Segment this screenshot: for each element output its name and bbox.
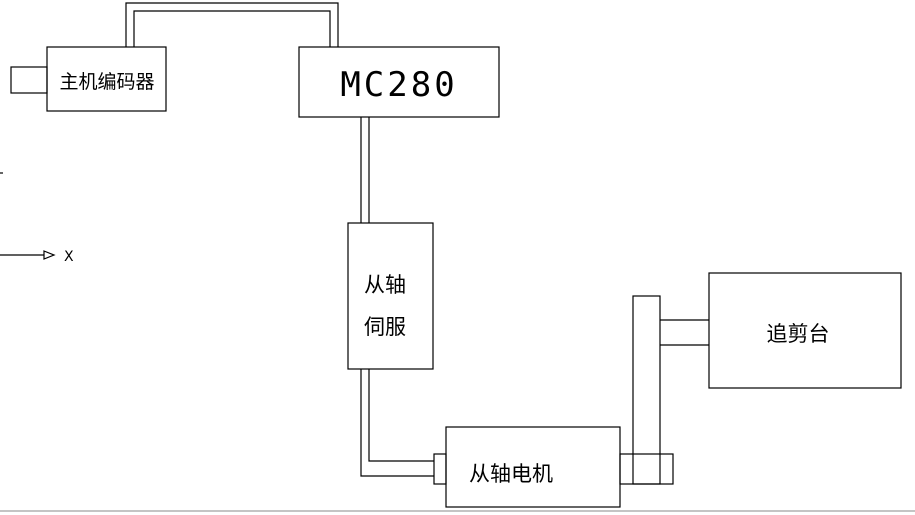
motor-label: 从轴电机 xyxy=(469,462,553,486)
servo-block xyxy=(347,222,434,370)
transmission-arm xyxy=(660,319,709,346)
x-axis-arrowhead xyxy=(43,250,56,260)
shear-table-block xyxy=(708,272,902,389)
controller-block xyxy=(298,46,500,118)
transmission-column xyxy=(632,295,661,485)
encoder-to-controller-cable xyxy=(125,2,339,47)
motor-connector xyxy=(433,453,447,485)
servo-label-line2: 伺服 xyxy=(364,315,406,339)
servo-label-line1: 从轴 xyxy=(364,273,406,297)
encoder-block xyxy=(46,46,167,112)
controller-label: MC280 xyxy=(340,65,457,105)
encoder-label: 主机编码器 xyxy=(59,71,154,93)
motor-shaft xyxy=(619,453,674,485)
x-axis-label: X xyxy=(64,249,74,265)
shear-table-label: 追剪台 xyxy=(767,322,830,346)
encoder-shaft xyxy=(10,66,48,94)
controller-to-servo-cable xyxy=(360,117,370,223)
servo-to-motor-cable xyxy=(360,369,434,477)
